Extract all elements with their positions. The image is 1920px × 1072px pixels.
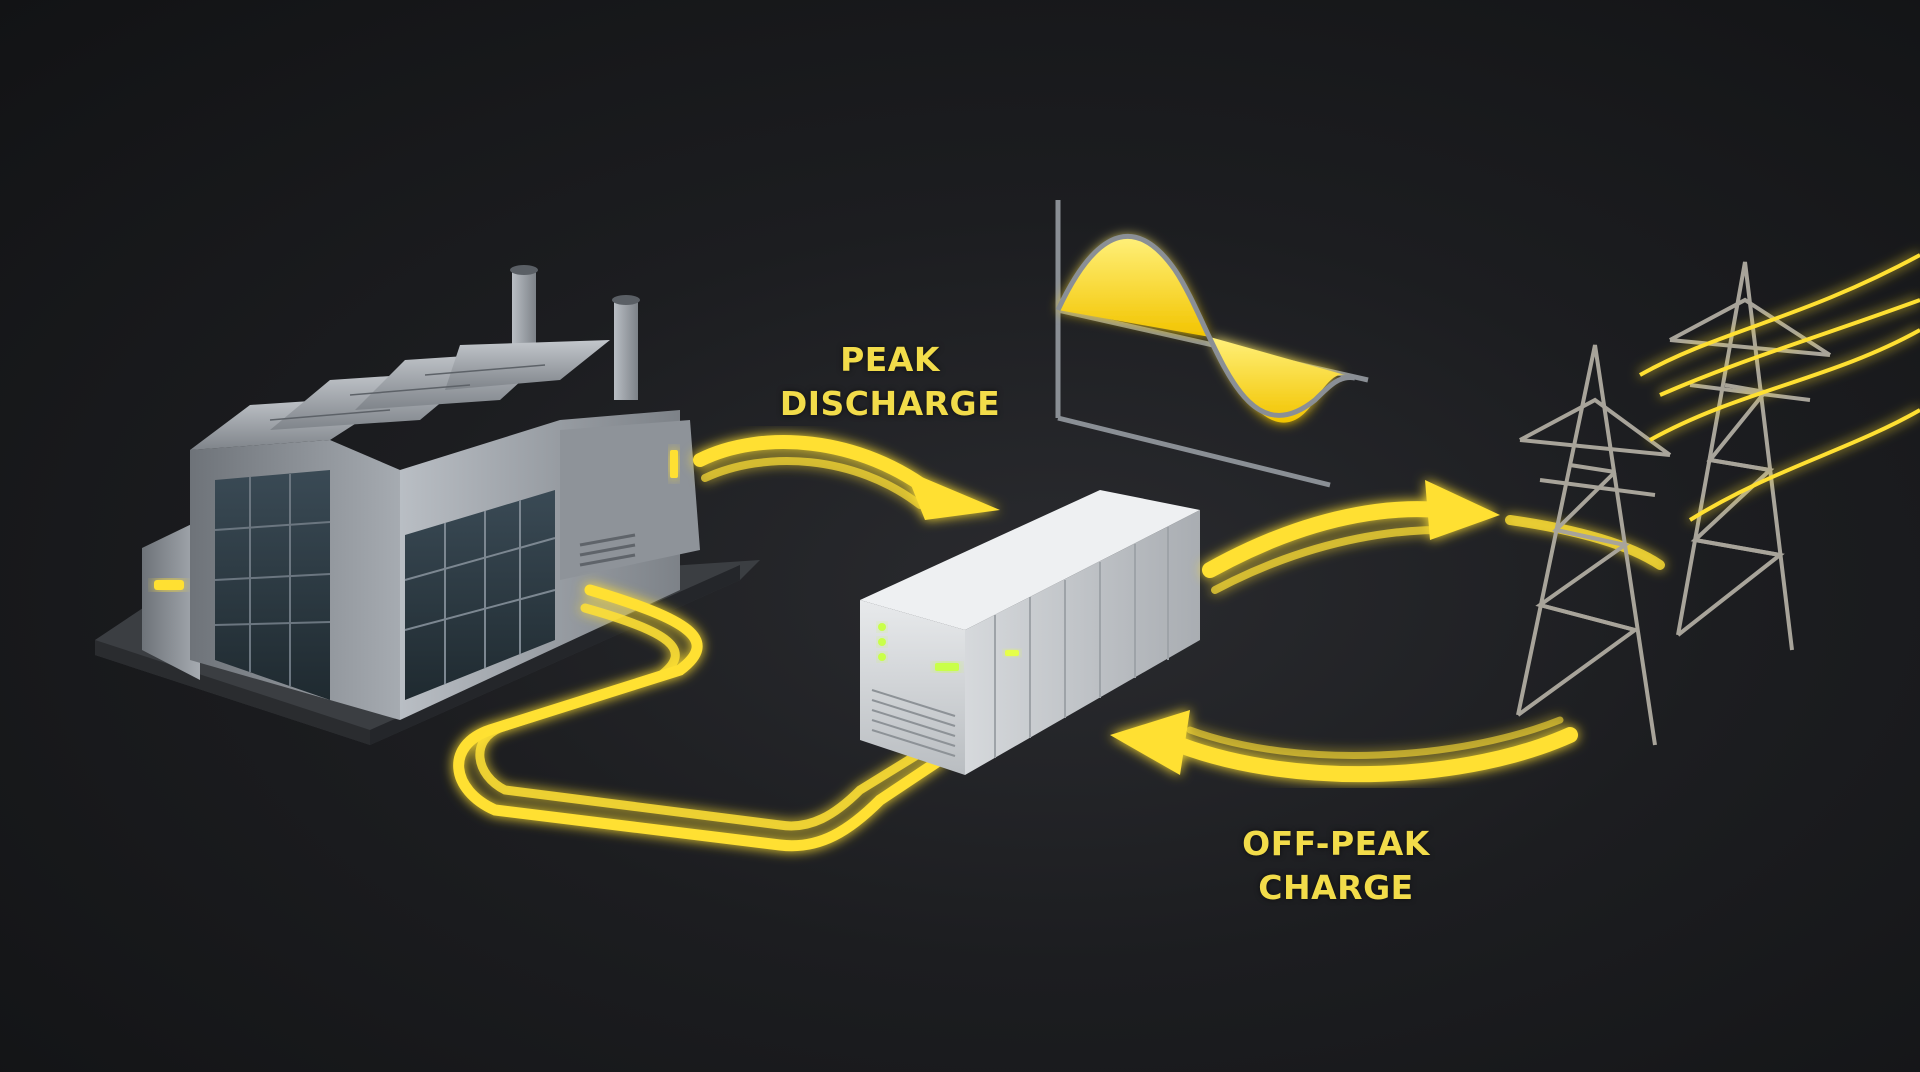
off-peak-label-line2: CHARGE [1258,868,1414,907]
battery-container-icon [860,490,1200,775]
peak-label-line1: PEAK [840,340,940,379]
off-peak-label-line1: OFF-PEAK [1242,824,1430,863]
peak-label-line2: DISCHARGE [779,384,1001,423]
peak-discharge-label: PEAK DISCHARGE [770,338,1010,426]
off-peak-charge-arrow [1110,710,1578,783]
power-lines [1639,253,1920,522]
factory-icon [95,265,760,745]
transmission-tower-icon [1516,261,1832,746]
sine-wave-chart-icon [1055,200,1369,488]
peak-discharge-arrow [693,435,1000,520]
energy-cable [453,584,946,852]
off-peak-charge-label: OFF-PEAK CHARGE [1216,822,1456,910]
